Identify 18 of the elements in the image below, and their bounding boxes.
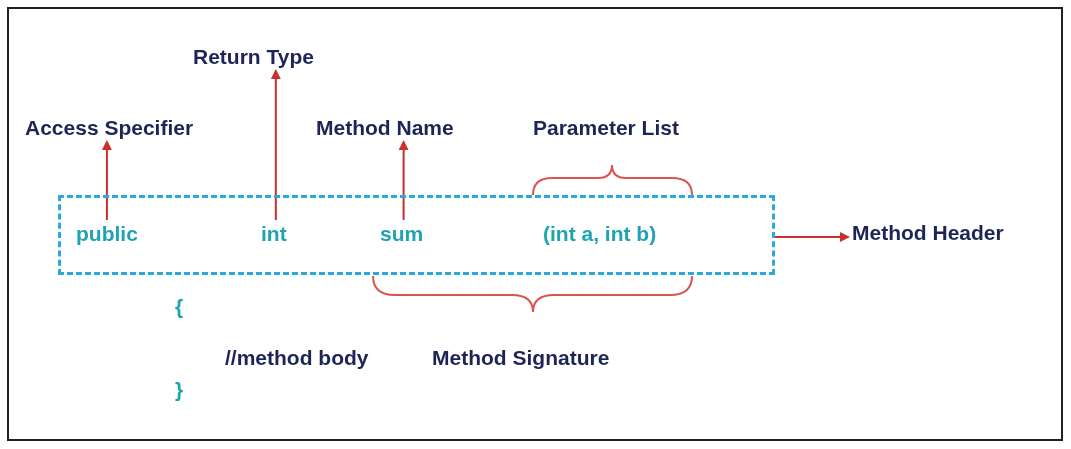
annotation-label: Method Header: [852, 221, 1004, 245]
annotation-label: Access Specifier: [25, 116, 194, 140]
annotation-label: Parameter List: [533, 116, 679, 140]
code-keyword: (int a, int b): [543, 222, 657, 246]
arrow: [101, 140, 112, 221]
code-keyword: sum: [380, 222, 424, 246]
code-keyword: public: [76, 222, 138, 246]
code-keyword: int: [261, 222, 287, 246]
arrow: [398, 140, 409, 221]
dashed-box: [58, 195, 775, 275]
annotation-label: Method Name: [316, 116, 454, 140]
arrow: [774, 232, 850, 242]
arrow: [270, 69, 281, 221]
annotation-label: Method Signature: [432, 346, 610, 370]
code-brace: }: [175, 378, 184, 402]
annotation-label: Return Type: [193, 45, 314, 69]
code-comment: //method body: [225, 346, 369, 370]
code-brace: {: [175, 295, 184, 319]
